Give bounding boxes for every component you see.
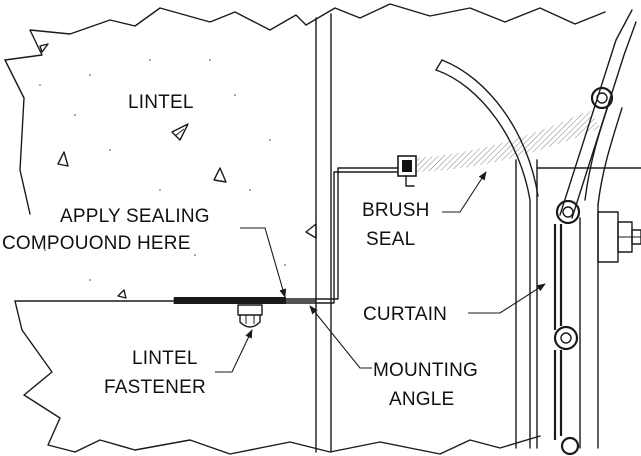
fastener-nut [239, 314, 261, 328]
label-brush-line1: BRUSH [362, 200, 430, 221]
mounting-angle-leader [309, 305, 372, 369]
label-angle-line2: ANGLE [389, 389, 454, 410]
brush-seal-leader [442, 171, 487, 213]
brush-bristles [416, 110, 600, 172]
lintel-fastener [237, 304, 263, 328]
aggregate-triangle [117, 289, 127, 299]
lintel-top-break-line [4, 7, 307, 61]
aggregate-triangle [57, 151, 69, 167]
leader-lines [215, 171, 546, 373]
aggregate-triangle [213, 167, 227, 183]
curtain-leader [468, 283, 546, 314]
aggregate-triangle [305, 223, 317, 239]
fastener-leader [215, 329, 253, 373]
label-curtain: CURTAIN [363, 304, 447, 325]
curtain-coil-bottom [560, 436, 580, 456]
label-brush-line2: SEAL [366, 229, 415, 250]
curtain-coil-mid [555, 199, 581, 225]
wall-jamb [315, 13, 641, 453]
fastener-washer [237, 304, 263, 316]
lintel-left-break-line [4, 59, 31, 215]
brush-seal [397, 110, 600, 187]
curtain-guide-slant [559, 9, 633, 216]
mounting-angle [173, 167, 401, 304]
door-curtain [435, 9, 637, 456]
bottom-break-line [74, 435, 541, 455]
curtain-coil-low [553, 325, 579, 351]
curtain-outer-arc [435, 69, 531, 449]
curtain-slat-arc [584, 99, 611, 201]
curtain-coil-top [590, 86, 614, 110]
label-angle-line1: MOUNTING [373, 360, 478, 381]
labels: LINTEL APPLY SEALING COMPOUOND HERE BRUS… [2, 92, 478, 410]
label-fastener-line2: FASTENER [104, 377, 206, 398]
lower-left-break-line [14, 300, 76, 453]
label-sealing-line2: COMPOUOND HERE [2, 233, 191, 254]
concrete-speckle [39, 59, 286, 281]
bracket-plate [597, 211, 619, 263]
top-right-break-line [305, 3, 606, 26]
aggregate-triangle [174, 128, 185, 137]
label-lintel: LINTEL [128, 92, 194, 113]
sealing-leader [240, 227, 287, 298]
aggregate-triangle [39, 43, 49, 53]
curtain-outer-arc-2 [441, 59, 539, 197]
lintel-concrete [4, 3, 606, 455]
aggregate-triangle [171, 123, 189, 141]
label-fastener-line1: LINTEL [132, 348, 198, 369]
sealing-compound [174, 297, 286, 304]
guide-bracket [597, 211, 641, 263]
label-sealing-line1: APPLY SEALING [60, 206, 210, 227]
